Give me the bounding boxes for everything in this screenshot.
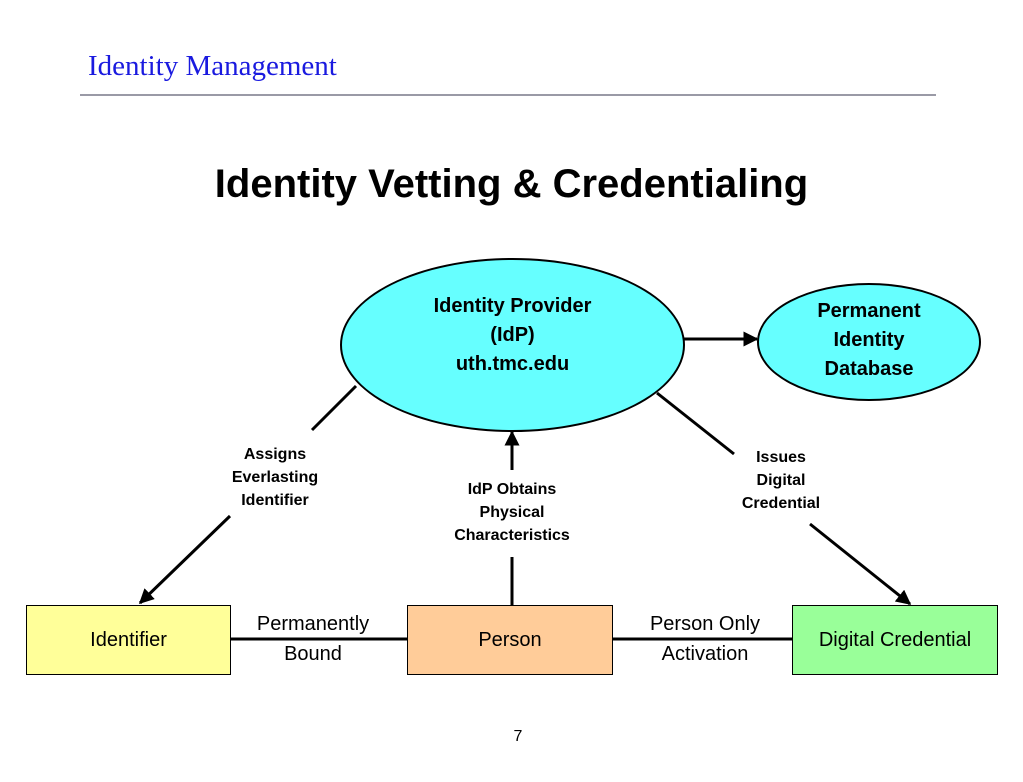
person-label: Person xyxy=(478,628,542,651)
line-idp-to-assigns xyxy=(310,384,358,432)
digital-credential-label: Digital Credential xyxy=(818,628,972,651)
database-line-1: Permanent xyxy=(817,299,921,322)
assigns-identifier-label: Assigns Everlasting Identifier xyxy=(205,443,345,512)
page-number: 7 xyxy=(513,728,523,745)
idp-line-1: Identity Provider xyxy=(433,294,592,317)
arrow-issues-to-credential xyxy=(809,522,912,606)
issues-line-3: Credential xyxy=(741,495,821,512)
idp-obtains-label: IdP Obtains Physical Characteristics xyxy=(420,478,604,547)
idp-line-3: uth.tmc.edu xyxy=(455,352,570,375)
identifier-label: Identifier xyxy=(90,628,167,651)
obtains-line-1: IdP Obtains xyxy=(467,481,557,498)
assigns-line-2: Everlasting xyxy=(231,469,319,486)
obtains-line-3: Characteristics xyxy=(454,527,570,544)
issues-line-2: Digital xyxy=(756,472,806,489)
activation-line-2: Activation xyxy=(661,643,749,665)
database-line-3: Database xyxy=(824,357,914,380)
permanent-identity-database-node: Permanent Identity Database xyxy=(757,283,981,401)
line-idp-to-issues xyxy=(656,391,735,456)
database-line-2: Identity xyxy=(833,328,905,351)
issues-credential-label: Issues Digital Credential xyxy=(710,446,852,515)
header-title: Identity Management xyxy=(88,50,337,82)
issues-line-1: Issues xyxy=(756,449,806,466)
person-only-activation-label: Person Only Activation xyxy=(617,609,793,669)
activation-line-1: Person Only xyxy=(649,613,761,635)
arrow-assigns-to-identifier xyxy=(138,514,232,605)
assigns-line-3: Identifier xyxy=(241,492,309,509)
identity-provider-node: Identity Provider (IdP) uth.tmc.edu xyxy=(340,258,685,432)
idp-line-2: (IdP) xyxy=(490,323,535,346)
bound-line-2: Bound xyxy=(284,643,342,665)
person-box: Person xyxy=(407,605,613,675)
header-divider xyxy=(80,94,936,96)
digital-credential-box: Digital Credential xyxy=(792,605,998,675)
permanently-bound-label: Permanently Bound xyxy=(233,609,393,669)
bound-line-1: Permanently xyxy=(256,613,370,635)
obtains-line-2: Physical xyxy=(479,504,545,521)
identifier-box: Identifier xyxy=(26,605,231,675)
assigns-line-1: Assigns xyxy=(243,446,307,463)
slide-title: Identity Vetting & Credentialing xyxy=(214,162,809,206)
